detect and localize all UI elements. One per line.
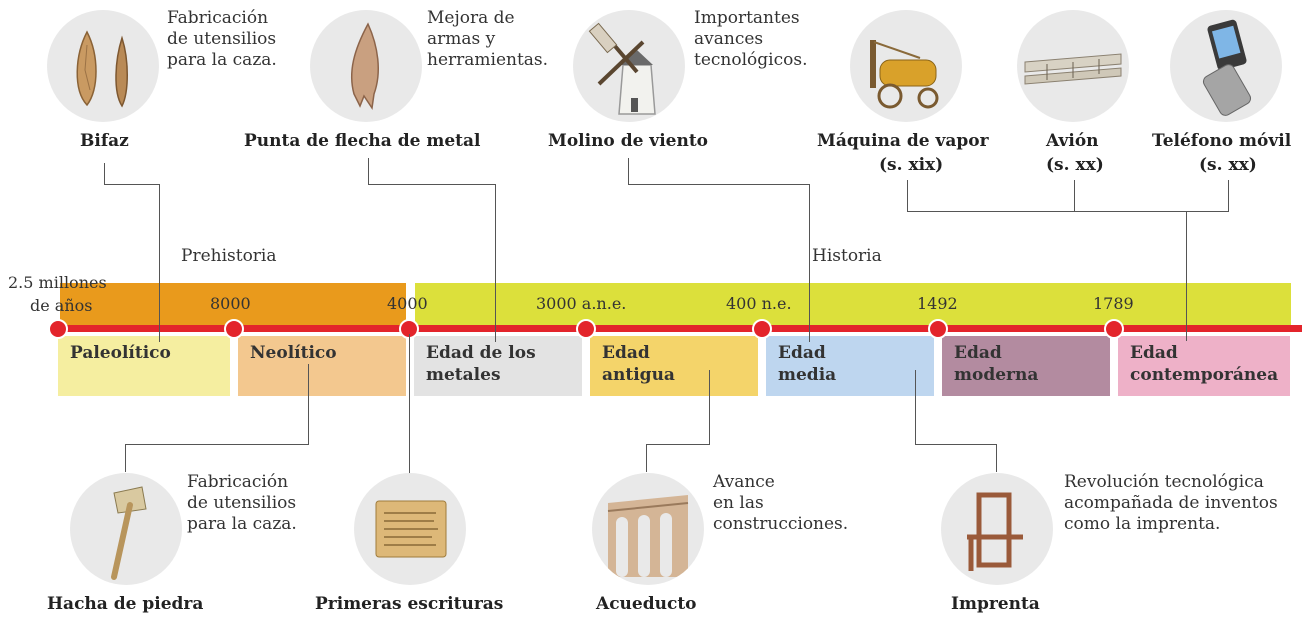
connector-molino-v [809, 184, 810, 342]
connector-punta-v [495, 184, 496, 342]
connector-punta-h [368, 184, 496, 185]
movil-sub: (s. xx) [1199, 155, 1257, 175]
connector-modern-v [1186, 211, 1187, 341]
year-8000: 8000 [210, 294, 251, 313]
year-1789: 1789 [1093, 294, 1134, 313]
era-label-historia: Historia [812, 246, 882, 266]
bifaz-label: Bifaz [80, 131, 129, 151]
year-1492: 1492 [917, 294, 958, 313]
avion-label: Avión [1046, 131, 1099, 151]
timeline-marker-3000 [576, 319, 596, 339]
avion-sub: (s. xx) [1046, 155, 1104, 175]
mobile-phone-icon [1170, 10, 1282, 122]
connector-hacha [308, 364, 309, 445]
connector-modern-h [907, 211, 1229, 212]
connector-hacha-h [125, 444, 309, 445]
timeline-marker-400 [752, 319, 772, 339]
connector-molino-h [628, 184, 810, 185]
vapor-sub: (s. xix) [879, 155, 944, 175]
connector-movil [1228, 180, 1229, 212]
airplane-icon [1017, 10, 1129, 122]
connector-acueducto-h [646, 444, 710, 445]
hacha-label: Hacha de piedra [47, 594, 204, 614]
connector-punta [368, 158, 369, 185]
prehistoria-band [60, 283, 406, 325]
acueducto-label: Acueducto [596, 594, 697, 614]
punta-label: Punta de flecha de metal [244, 131, 481, 151]
year-start-line1: 2.5 millones [8, 273, 107, 292]
connector-avion [1074, 180, 1075, 212]
printing-press-icon [941, 473, 1053, 585]
connector-escrituras [409, 334, 410, 474]
movil-label: Teléfono móvil [1152, 131, 1292, 151]
timeline-marker-8000 [224, 319, 244, 339]
connector-acueducto [709, 370, 710, 445]
period-paleolitico: Paleolítico [58, 336, 230, 396]
connector-bifaz-v [159, 184, 160, 342]
arrowhead-icon [310, 10, 422, 122]
steam-engine-icon [850, 10, 962, 122]
escrituras-label: Primeras escrituras [315, 594, 504, 614]
historia-band [415, 283, 1291, 325]
timeline-marker-1789 [1104, 319, 1124, 339]
connector-molino [628, 158, 629, 185]
stone-axe-icon [70, 473, 182, 585]
connector-bifaz [104, 163, 105, 185]
clay-tablet-icon [354, 473, 466, 585]
connector-acueducto-v [646, 444, 647, 472]
timeline-marker-start [48, 319, 68, 339]
flint-handaxe-icon [47, 10, 159, 122]
timeline-marker-1492 [928, 319, 948, 339]
windmill-icon [573, 10, 685, 122]
vapor-label: Máquina de vapor [817, 131, 989, 151]
year-start-line2: de años [30, 296, 93, 315]
connector-imprenta-h [915, 444, 997, 445]
period-neolitico: Neolítico [238, 336, 406, 396]
year-3000-ane: 3000 a.n.e. [536, 294, 627, 313]
year-4000: 4000 [387, 294, 428, 313]
year-400-ne: 400 n.e. [726, 294, 792, 313]
connector-imprenta-v [996, 444, 997, 472]
era-label-prehistoria: Prehistoria [181, 246, 277, 266]
imprenta-label: Imprenta [951, 594, 1040, 614]
molino-label: Molino de viento [548, 131, 709, 151]
connector-hacha-v [125, 444, 126, 472]
aqueduct-icon [592, 473, 704, 585]
timeline-axis [56, 325, 1302, 332]
connector-bifaz-h [104, 184, 160, 185]
connector-imprenta [915, 370, 916, 445]
connector-vapor [907, 180, 908, 212]
